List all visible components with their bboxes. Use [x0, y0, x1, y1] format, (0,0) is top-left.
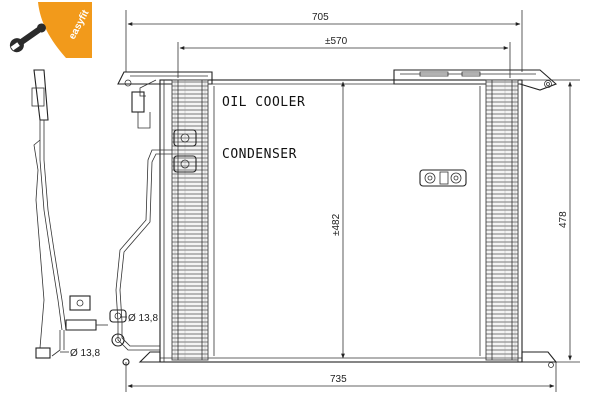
pipe-assembly-left — [31, 69, 108, 359]
dim-overall-top: 705 — [125, 10, 523, 72]
logo-badge — [38, 2, 92, 58]
dim-height-right: 478 — [522, 79, 580, 363]
pipe-diameter-b: Ø 13,8 — [70, 348, 100, 359]
bottom-bracket-right — [521, 351, 558, 368]
bottom-bracket-left — [138, 351, 161, 363]
dim-735-label: 735 — [330, 374, 347, 385]
fin-block-left — [171, 79, 209, 361]
pipe-oil-cooler — [109, 79, 172, 351]
dim-478-label: 478 — [558, 211, 569, 228]
condenser-core — [159, 79, 523, 363]
dim-482-label: ±482 — [331, 213, 342, 236]
wrench-icon — [9, 23, 46, 53]
oil-cooler-label: OIL COOLER — [222, 95, 305, 110]
dim-mount-spacing: ±570 — [177, 36, 511, 78]
oil-cooler-fitting — [173, 129, 197, 173]
dim-core-height: ±482 — [331, 81, 345, 359]
pipe-diameter-a: Ø 13,8 — [128, 313, 158, 324]
brand-logo: easyfit — [9, 2, 92, 58]
pressure-switch-block — [419, 169, 467, 187]
pipe-cap — [122, 358, 130, 366]
dim-overall-bottom: 735 — [125, 362, 557, 392]
dim-705-label: 705 — [312, 12, 329, 23]
dim-570-label: ±570 — [325, 36, 348, 47]
fin-block-right — [485, 79, 519, 361]
condenser-label: CONDENSER — [222, 147, 297, 162]
